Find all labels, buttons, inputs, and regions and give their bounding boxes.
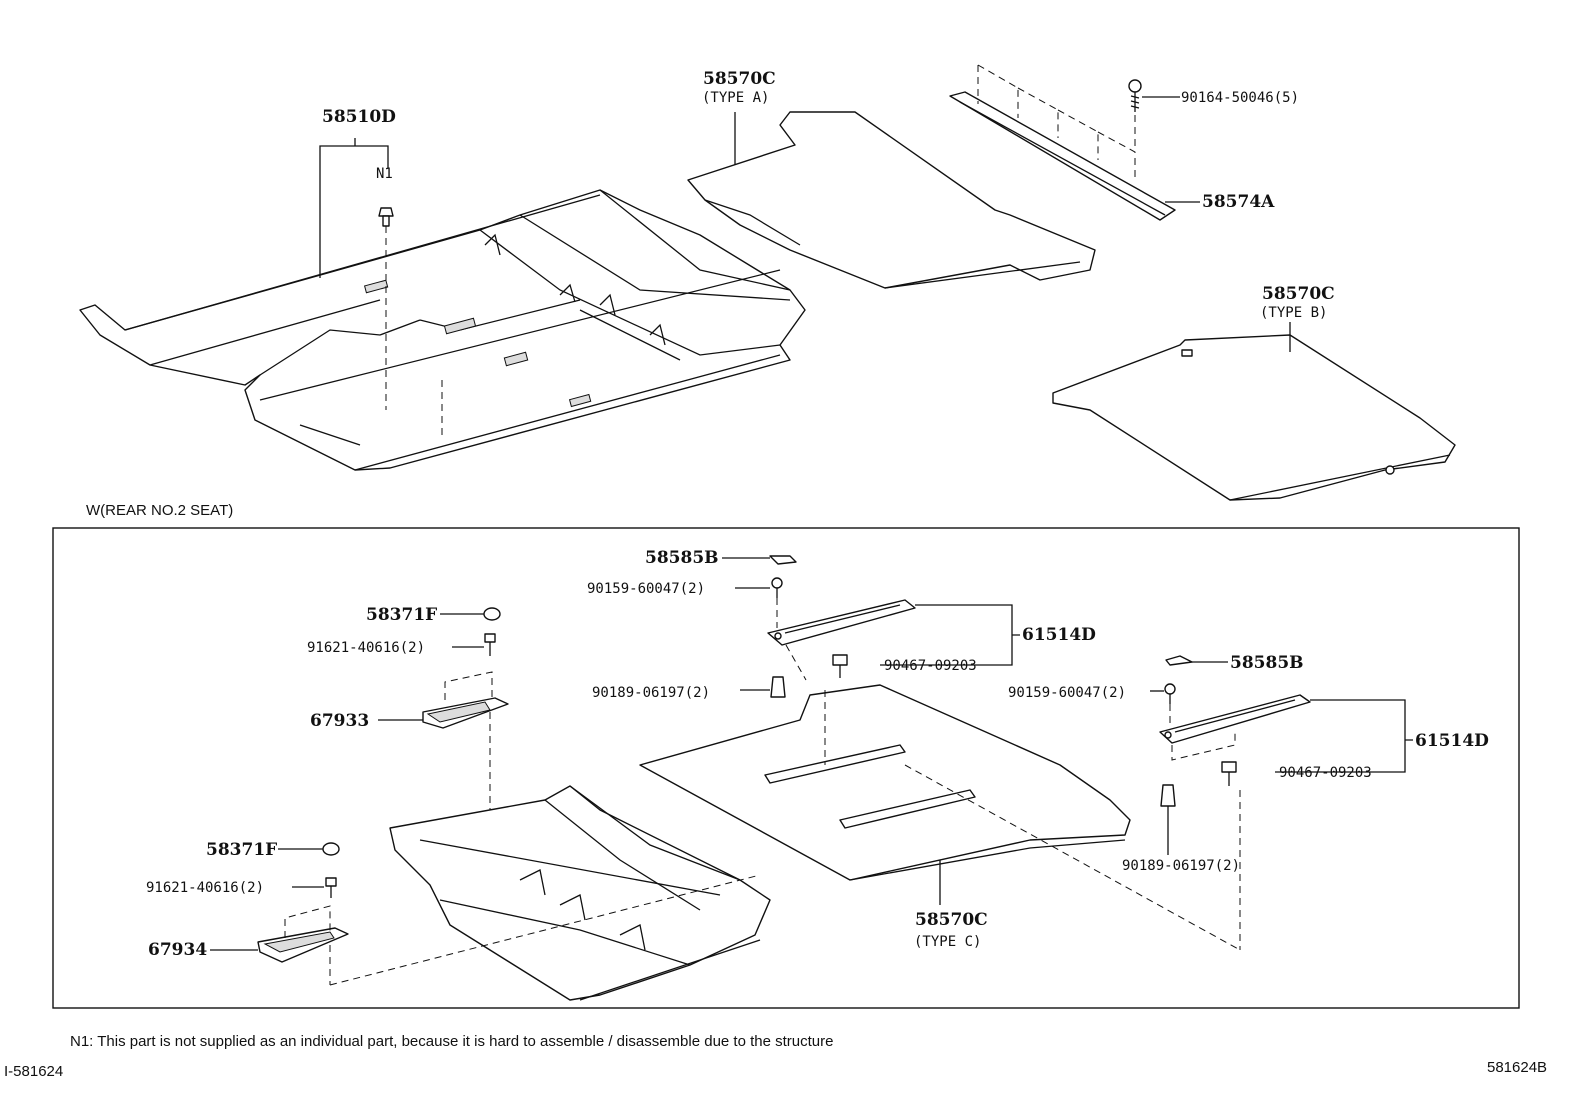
bolt-91621-40616-1: [484, 633, 496, 656]
label-90467-09203-1: 90467-09203: [884, 658, 977, 674]
label-58371f-1: 58371F: [366, 605, 437, 625]
label-58570c-c: 58570C: [915, 910, 988, 930]
label-58585b-2: 58585B: [1230, 653, 1304, 673]
label-61514d-2: 61514D: [1415, 731, 1489, 751]
label-67933: 67933: [310, 711, 369, 731]
label-58585b-1: 58585B: [645, 548, 719, 568]
label-type-b: (TYPE B): [1260, 305, 1327, 321]
label-90159-60047-2: 90159-60047(2): [1008, 685, 1126, 701]
label-n1: N1: [376, 166, 393, 182]
clip-58585b-1: [769, 555, 797, 565]
clip-90189-06197-1: [740, 676, 786, 698]
label-90159-60047-1: 90159-60047(2): [587, 581, 705, 597]
label-90467-09203-2: 90467-09203: [1279, 765, 1372, 781]
clip-58585b-2: [1165, 655, 1193, 666]
bracket-67934: [257, 905, 349, 985]
screw-90164-50046: [1128, 79, 1142, 112]
leader-58510d: [319, 138, 443, 440]
label-90189-06197-1: 90189-06197(2): [592, 685, 710, 701]
section-frame: [52, 527, 1520, 1009]
clip-90467-09203-1: [824, 654, 848, 765]
step-plate-61514d-1: [767, 599, 916, 681]
screw-90159-60047-2: [1164, 683, 1176, 728]
step-plate-61514d-2: [1159, 694, 1311, 950]
label-91621-40616-2: 91621-40616(2): [146, 880, 264, 896]
reference-id-left: I-581624: [4, 1063, 63, 1080]
reference-id-right: 581624B: [1487, 1059, 1547, 1076]
bolt-91621-40616-2: [325, 877, 337, 898]
clip-90467-09203-2: [1221, 761, 1237, 786]
label-58570c-b: 58570C: [1262, 284, 1335, 304]
label-58570c-a: 58570C: [703, 69, 776, 89]
label-90189-06197-2: 90189-06197(2): [1122, 858, 1240, 874]
label-91621-40616-1: 91621-40616(2): [307, 640, 425, 656]
cap-58371f-2: [322, 842, 340, 856]
label-61514d-1: 61514D: [1022, 625, 1096, 645]
label-67934: 67934: [148, 940, 207, 960]
floor-carpet-58510d: [79, 189, 806, 471]
rear-floor-carpet: [389, 785, 771, 1001]
floor-mat-type-a: [687, 111, 1096, 289]
leader-61514d-2: [1275, 699, 1413, 773]
leader-61514d-1: [880, 604, 1020, 666]
label-58510d: 58510D: [322, 107, 396, 127]
label-58371f-2: 58371F: [206, 840, 277, 860]
floor-mat-type-b: [1052, 334, 1456, 501]
floor-mat-type-c: [639, 684, 1241, 951]
cap-58371f-1: [483, 607, 501, 621]
dash-rear-carpet: [329, 874, 761, 986]
scuff-plate-58574a: [949, 64, 1176, 221]
label-type-c: (TYPE C): [914, 934, 981, 950]
clip-90189-06197-2: [1160, 784, 1176, 855]
screw-90159-60047-1: [771, 577, 783, 628]
footnote-n1: N1: This part is not supplied as an indi…: [70, 1033, 833, 1050]
section-title-rear-no2-seat: W(REAR NO.2 SEAT): [86, 502, 233, 519]
bracket-67933: [422, 671, 509, 810]
label-90164-50046: 90164-50046(5): [1181, 90, 1299, 106]
label-58574a: 58574A: [1202, 192, 1275, 212]
label-type-a: (TYPE A): [702, 90, 769, 106]
